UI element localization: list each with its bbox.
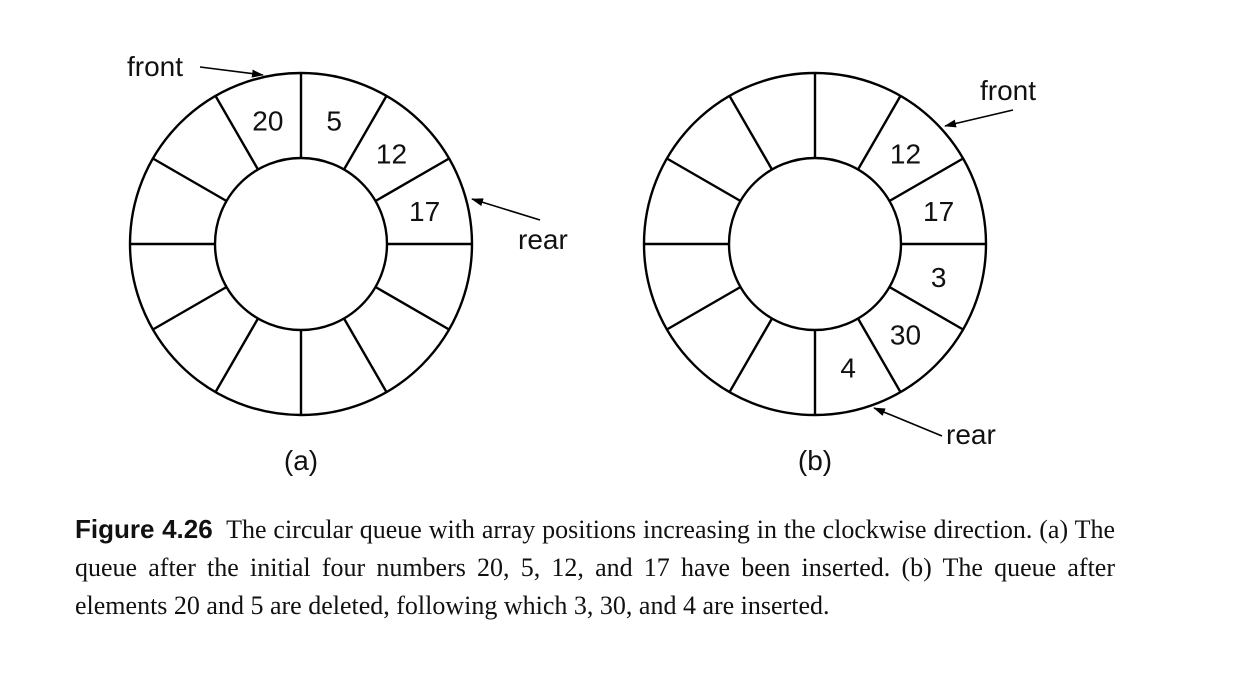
cell-divider (728, 317, 774, 393)
cell-divider (666, 285, 742, 331)
queue-cell-value: 17 (409, 196, 440, 227)
cell-divider (856, 95, 902, 171)
pointer-rear-a: rear (471, 198, 568, 255)
cell-divider (214, 317, 260, 393)
queue-cell-value: 5 (326, 105, 342, 136)
cell-divider (374, 285, 450, 331)
cell-divider (888, 285, 964, 331)
rear-arrow-a (471, 198, 541, 221)
cell-divider (152, 285, 228, 331)
queue-cell-value: 4 (840, 353, 856, 384)
queue-cell-value: 30 (890, 320, 921, 351)
queue-cell-value: 12 (890, 138, 921, 169)
inner-circle-b (727, 156, 903, 332)
cell-divider (342, 317, 388, 393)
queue-cell-value: 3 (931, 262, 947, 293)
cell-divider (666, 157, 742, 203)
front-label-a: front (127, 51, 183, 82)
subfigure-label-a: (a) (284, 445, 318, 476)
figure-label: Figure 4.26 (75, 514, 213, 544)
pointer-front-b: front (944, 75, 1036, 128)
cell-divider (856, 317, 902, 393)
cell-divider (152, 157, 228, 203)
queue-cell-value: 17 (923, 196, 954, 227)
cell-divider (374, 157, 450, 203)
pointer-front-a: front (127, 51, 264, 82)
cell-divider (888, 157, 964, 203)
rear-label-b: rear (946, 419, 996, 450)
rear-label-a: rear (518, 224, 568, 255)
front-arrow-b (944, 109, 1014, 128)
front-label-b: front (980, 75, 1036, 106)
rear-arrow-b (873, 407, 943, 437)
pointer-rear-b: rear (873, 407, 996, 450)
queue-cell-value: 20 (252, 105, 283, 136)
cell-divider (342, 95, 388, 171)
cell-divider (728, 95, 774, 171)
figure-caption: Figure 4.26 The circular queue with arra… (75, 510, 1115, 625)
subfigure-label-b: (b) (798, 445, 832, 476)
cell-divider (214, 95, 260, 171)
queue-cell-value: 12 (376, 138, 407, 169)
front-arrow-a (199, 66, 264, 78)
caption-text: The circular queue with array positions … (75, 515, 1116, 620)
inner-circle-a (213, 156, 389, 332)
